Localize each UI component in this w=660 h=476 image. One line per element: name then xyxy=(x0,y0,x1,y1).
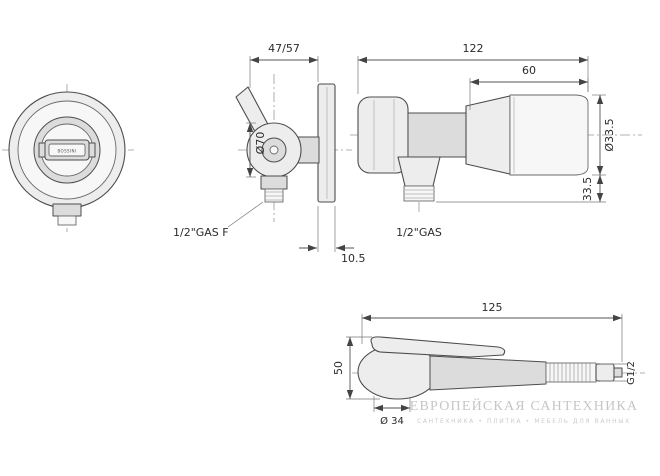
outlet-spout xyxy=(397,156,441,187)
inlet-flange xyxy=(260,175,288,190)
control-lever xyxy=(370,336,506,358)
dim-holder-diameter: Ø33.5 xyxy=(603,118,616,151)
outlet-thread xyxy=(403,185,435,202)
dim-total-length: 122 xyxy=(463,42,484,55)
profile-view: 122 60 Ø33.5 33.5 1/2"GAS xyxy=(350,42,642,239)
handshower-view: 125 50 Ø 34 G1/2 xyxy=(332,301,645,427)
brand-label: BOSSINI xyxy=(57,149,76,154)
dim-escutcheon-diameter: Ø70 xyxy=(254,132,267,155)
inlet-thread-label: 1/2"GAS F xyxy=(173,226,229,239)
body-cone xyxy=(429,355,547,391)
coupling-nut xyxy=(595,363,615,382)
watermark: ЕВРОПЕЙСКАЯ САНТЕХНИКА САНТЕХНИКА • ПЛИТ… xyxy=(410,397,639,425)
cartridge-screw xyxy=(269,145,279,155)
holder-cylinder xyxy=(509,94,589,176)
dim-handshower-length: 125 xyxy=(482,301,503,314)
front-outlet-flange xyxy=(52,203,82,217)
dim-outlet-offset: 33.5 xyxy=(581,177,594,202)
dim-handshower-height: 50 xyxy=(332,361,345,375)
dim-plate-thickness: 10.5 xyxy=(341,252,366,265)
dim-thread-size: G1/2 xyxy=(626,361,637,385)
front-outlet-nipple xyxy=(57,215,77,226)
watermark-subtitle: САНТЕХНИКА • ПЛИТКА • МЕБЕЛЬ ДЛЯ ВАННЫХ xyxy=(417,418,631,425)
coupling-nipple xyxy=(613,367,623,378)
dim-depth: 47/57 xyxy=(268,42,300,55)
dim-head-diameter: Ø 34 xyxy=(380,415,404,427)
watermark-title: ЕВРОПЕЙСКАЯ САНТЕХНИКА xyxy=(410,397,639,414)
thread-tube xyxy=(545,362,597,383)
holder-cone xyxy=(465,95,511,175)
holder-arm xyxy=(407,112,467,158)
wall-plate xyxy=(317,83,336,203)
side-view: 47/57 Ø70 10.5 1/2"GAS F xyxy=(173,42,366,265)
thread-hatching xyxy=(549,363,591,382)
outlet-thread-label: 1/2"GAS xyxy=(396,226,442,239)
hub-label-window xyxy=(48,143,86,157)
front-view: BOSSINI xyxy=(2,84,134,232)
dim-holder-length: 60 xyxy=(522,64,536,77)
